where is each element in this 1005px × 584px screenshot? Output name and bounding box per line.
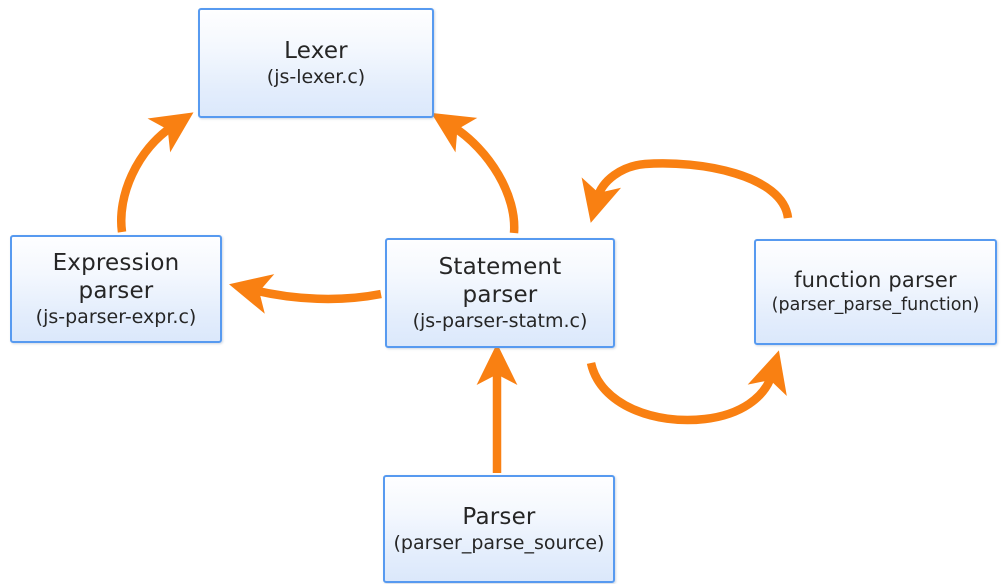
- edge-statement-to-function: [586, 350, 787, 425]
- node-statement-parser-title: Statement parser: [438, 253, 562, 308]
- node-expression-parser[interactable]: Expression parser (js-parser-expr.c): [10, 235, 222, 343]
- node-function-parser[interactable]: function parser (parser_parse_function): [754, 239, 997, 345]
- node-lexer-subtitle: (js-lexer.c): [266, 65, 366, 88]
- node-lexer-title: Lexer: [284, 37, 348, 64]
- node-parser-subtitle: (parser_parse_source): [393, 531, 605, 554]
- node-function-parser-title: function parser: [794, 268, 957, 293]
- node-expression-parser-subtitle: (js-parser-expr.c): [35, 305, 197, 328]
- node-parser[interactable]: Parser (parser_parse_source): [383, 475, 615, 583]
- node-function-parser-subtitle: (parser_parse_function): [771, 294, 980, 315]
- node-statement-parser[interactable]: Statement parser (js-parser-statm.c): [385, 238, 615, 348]
- node-expression-parser-title: Expression parser: [52, 249, 180, 304]
- node-statement-parser-subtitle: (js-parser-statm.c): [412, 309, 588, 332]
- edge-function-to-statement: [581, 159, 793, 223]
- node-lexer[interactable]: Lexer (js-lexer.c): [198, 8, 434, 118]
- node-parser-title: Parser: [462, 503, 536, 530]
- edge-statement-to-expression: [229, 274, 382, 314]
- edge-expression-to-lexer: [117, 112, 194, 233]
- edge-statement-to-lexer: [431, 112, 519, 234]
